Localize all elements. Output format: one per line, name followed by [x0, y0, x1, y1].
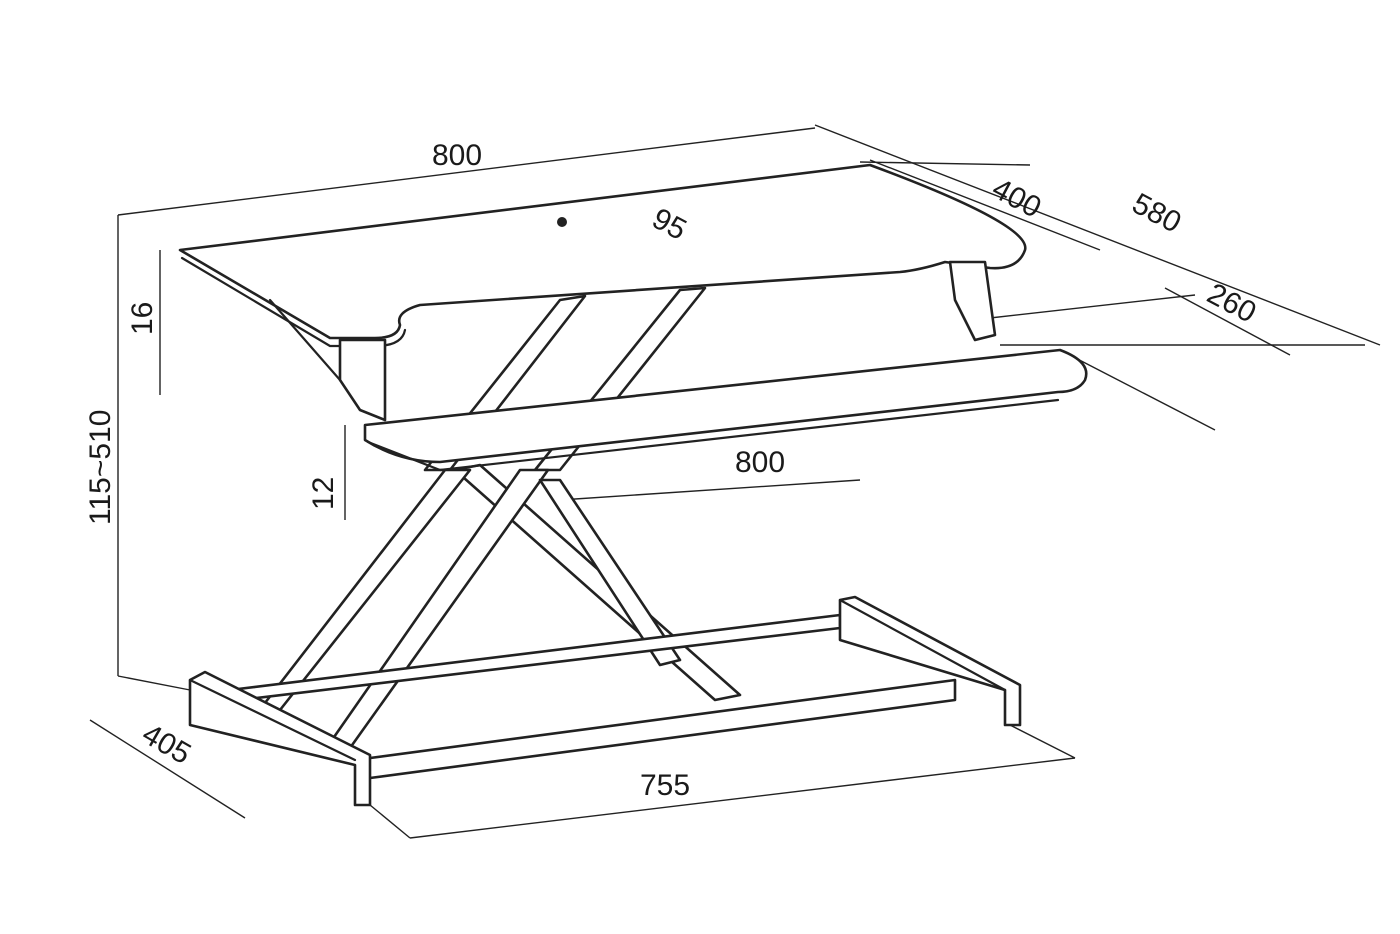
left-foot [188, 670, 372, 807]
dim-top-width: 800 [432, 139, 482, 172]
dim-base-depth: 405 [137, 717, 197, 771]
grommet-hole [557, 217, 567, 227]
base-frame [188, 595, 1022, 807]
dimension-lines [89, 124, 1381, 839]
right-bracket [948, 260, 997, 342]
right-foot [838, 595, 1022, 727]
dim-overall-depth: 580 [1127, 187, 1187, 240]
dim-height-range: 115~510 [84, 410, 117, 525]
left-bracket [338, 338, 387, 422]
dim-top-depth: 400 [987, 172, 1047, 225]
desktop-surface [178, 163, 1027, 340]
dim-base-width: 755 [640, 769, 690, 802]
dim-top-thickness: 16 [126, 302, 159, 335]
keyboard-tray [363, 348, 1088, 464]
dim-tray-depth: 260 [1202, 277, 1262, 330]
dim-tray-width: 800 [735, 446, 785, 479]
dim-tray-thickness: 12 [307, 477, 340, 510]
